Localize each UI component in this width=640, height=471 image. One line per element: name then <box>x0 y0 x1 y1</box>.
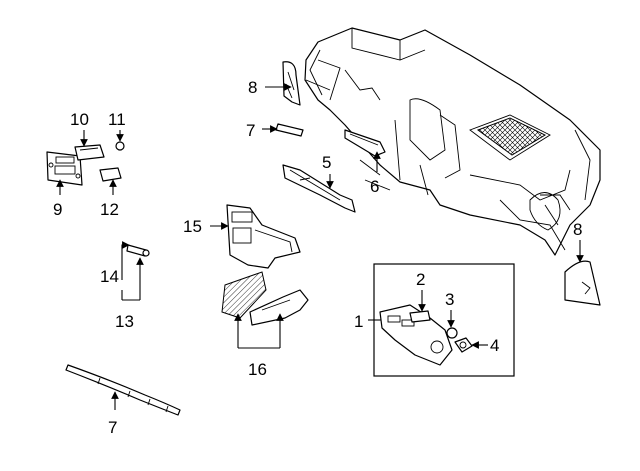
callout-7-lower: 7 <box>108 418 117 437</box>
part-14-connector <box>126 244 150 257</box>
part-16-knee-panel-left <box>221 271 267 319</box>
part-8-side-cover-right <box>564 260 601 306</box>
callout-12: 12 <box>100 200 119 219</box>
callout-14: 14 <box>100 267 119 286</box>
callout-labels: 8 7 5 6 8 10 11 9 12 15 14 13 16 7 1 2 3… <box>53 78 582 437</box>
leader-lines <box>56 83 584 410</box>
callout-11: 11 <box>108 110 126 129</box>
callout-13: 13 <box>115 312 134 331</box>
part-3-knob <box>446 327 458 339</box>
callout-6: 6 <box>370 177 379 196</box>
callout-5: 5 <box>322 153 331 172</box>
part-8-side-cover-left <box>282 61 301 106</box>
part-5-lower-panel <box>282 164 356 213</box>
callout-8-lower: 8 <box>573 220 582 239</box>
callout-7-upper: 7 <box>246 121 255 140</box>
part-10-switch-panel <box>74 144 105 161</box>
callout-3: 3 <box>445 290 454 309</box>
part-11-knob <box>115 141 125 151</box>
instrument-panel-frame <box>304 27 601 256</box>
callout-2: 2 <box>416 270 425 289</box>
part-7-trim-strip-upper <box>275 123 304 137</box>
callout-8-upper: 8 <box>248 78 257 97</box>
callout-16: 16 <box>248 360 267 379</box>
callout-15: 15 <box>183 217 202 236</box>
callout-1: 1 <box>354 312 363 331</box>
part-9-center-bezel <box>46 151 83 186</box>
callout-9: 9 <box>53 200 62 219</box>
callout-4: 4 <box>490 336 499 355</box>
part-7-molding-lower <box>65 364 181 416</box>
part-15-console-panel <box>226 204 301 269</box>
leader-14 <box>121 241 130 280</box>
part-2-switch <box>409 310 431 323</box>
part-12-switch <box>99 167 122 182</box>
callout-10: 10 <box>70 110 89 129</box>
part-16-knee-panel-right <box>249 289 309 326</box>
